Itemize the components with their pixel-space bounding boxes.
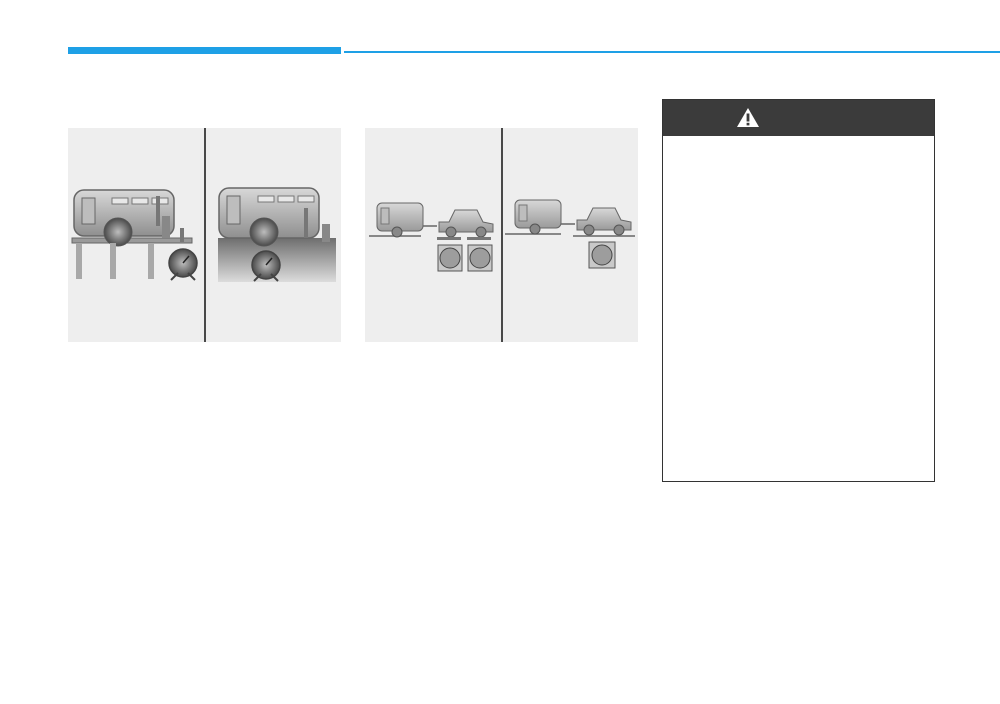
camper-tongue-weight-figure bbox=[68, 128, 341, 342]
warning-header bbox=[663, 100, 934, 136]
trailer-weight-figure bbox=[365, 128, 638, 342]
warning-box bbox=[662, 99, 935, 482]
camper-on-blocks-with-scale-icon bbox=[71, 189, 198, 281]
trailer-and-car-on-two-scales-icon bbox=[369, 202, 494, 272]
camper-on-ground-with-scale-icon bbox=[218, 187, 336, 282]
header-accent-bar bbox=[68, 47, 341, 54]
trailer-and-car-on-one-scale-icon bbox=[505, 199, 635, 269]
warning-triangle-icon bbox=[736, 107, 760, 133]
header-rule bbox=[344, 51, 1000, 53]
